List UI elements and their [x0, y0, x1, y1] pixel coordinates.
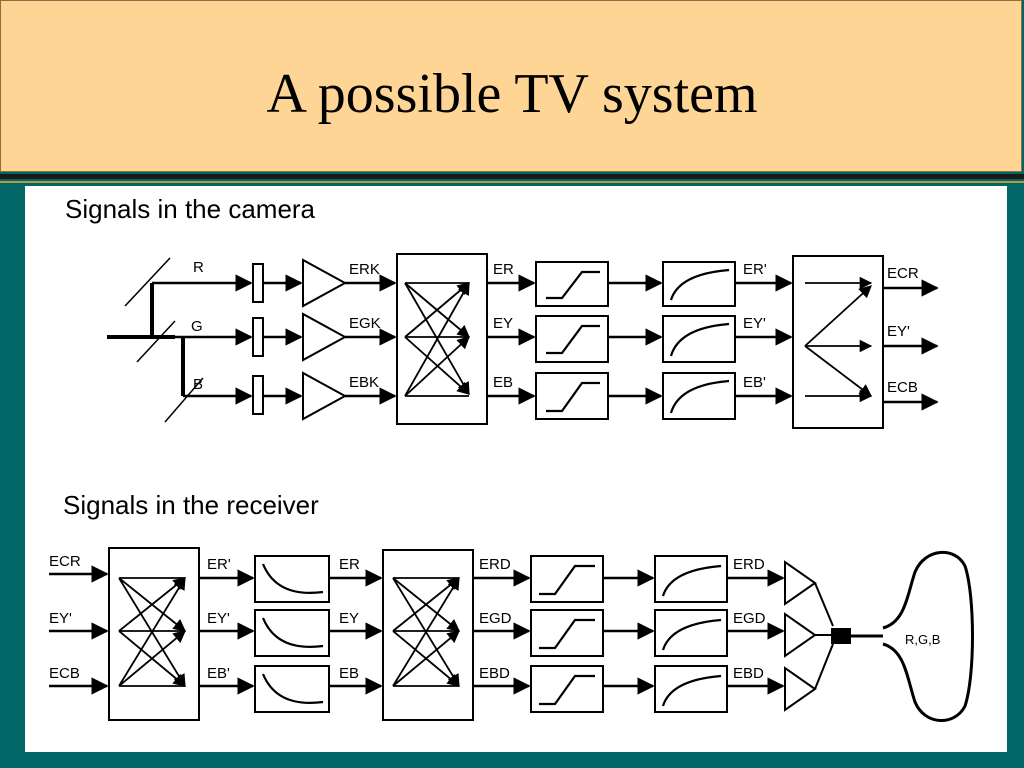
receiver-ig-out-r: ER	[339, 556, 360, 573]
receiver-limiters	[530, 555, 655, 713]
camera-matrix-out-r: ER	[493, 261, 514, 278]
receiver-ig-out-y: EY	[339, 610, 359, 627]
camera-matrix-out-y: EY	[493, 315, 513, 332]
receiver-in-cb: ECB	[49, 665, 80, 682]
camera-amp-out-r: ERK	[349, 261, 380, 278]
header-rule	[0, 174, 1024, 179]
camera-input-b: B	[193, 376, 203, 393]
header-rule-accent	[0, 181, 1024, 183]
mirror-r	[124, 257, 171, 307]
camera-input-lines	[152, 274, 253, 405]
camera-amp-out-b: EBK	[349, 374, 379, 391]
receiver-m1-out-y: EY'	[207, 610, 230, 627]
receiver-inverse-gamma-labels: ER EY EB	[339, 556, 360, 682]
camera-matrix-labels: ER EY EB	[493, 261, 514, 391]
receiver-g-out-g: EGD	[733, 610, 766, 627]
receiver-in-cr: ECR	[49, 553, 81, 570]
receiver-matrix-2-labels: ERD EGD EBD	[479, 556, 512, 682]
slide-title: A possible TV system	[266, 63, 758, 125]
camera-gamma-out-b: EB'	[743, 374, 766, 391]
camera-out-y: EY'	[887, 323, 910, 340]
receiver-m1-out-r: ER'	[207, 556, 231, 573]
receiver-m2-out-b: EBD	[479, 665, 510, 682]
camera-optics	[107, 257, 204, 423]
camera-amp-labels: ERK EGK EBK	[349, 261, 381, 391]
camera-amp-out-g: EGK	[349, 315, 381, 332]
camera-out-cr: ECR	[887, 265, 919, 282]
camera-input-labels: R G B	[191, 259, 204, 393]
receiver-matrix-2	[382, 549, 531, 721]
receiver-m2-out-g: EGD	[479, 610, 512, 627]
camera-matrix-out-b: EB	[493, 374, 513, 391]
camera-amplifiers	[302, 258, 397, 421]
camera-output-labels: ECR EY' ECB	[887, 265, 919, 396]
receiver-m1-out-b: EB'	[207, 665, 230, 682]
receiver-in-y: EY'	[49, 610, 72, 627]
camera-filters	[252, 263, 303, 415]
receiver-matrix-1-labels: ER' EY' EB'	[207, 556, 231, 682]
crt-neck-socket	[831, 628, 851, 644]
camera-matrix	[396, 253, 536, 425]
camera-out-cb: ECB	[887, 379, 918, 396]
crt-tube: R,G,B	[831, 550, 974, 722]
receiver-gamma	[654, 555, 785, 713]
receiver-matrix-1	[108, 547, 255, 721]
receiver-inverse-gamma	[254, 555, 383, 713]
receiver-drivers	[784, 560, 834, 712]
camera-encoder	[792, 255, 939, 429]
figure-panel: Signals in the camera R G B ERK	[25, 186, 1007, 752]
title-banner	[0, 0, 1022, 172]
receiver-g-out-b: EBD	[733, 665, 764, 682]
camera-input-g: G	[191, 318, 203, 335]
camera-heading: Signals in the camera	[65, 194, 316, 224]
camera-gamma-labels: ER' EY' EB'	[743, 261, 767, 391]
camera-limiters	[535, 261, 663, 420]
receiver-input-lines	[49, 565, 109, 695]
receiver-g-out-r: ERD	[733, 556, 765, 573]
receiver-m2-out-r: ERD	[479, 556, 511, 573]
receiver-heading: Signals in the receiver	[63, 490, 319, 520]
tv-system-diagram: Signals in the camera R G B ERK	[49, 194, 974, 722]
mirror-g	[136, 320, 176, 363]
receiver-ig-out-b: EB	[339, 665, 359, 682]
camera-gamma-out-r: ER'	[743, 261, 767, 278]
receiver-gamma-labels: ERD EGD EBD	[733, 556, 766, 682]
mirror-b	[164, 377, 204, 423]
crt-label: R,G,B	[905, 632, 940, 647]
camera-gamma	[662, 261, 793, 420]
camera-gamma-out-y: EY'	[743, 315, 766, 332]
receiver-input-labels: ECR EY' ECB	[49, 553, 81, 682]
camera-input-r: R	[193, 259, 204, 276]
